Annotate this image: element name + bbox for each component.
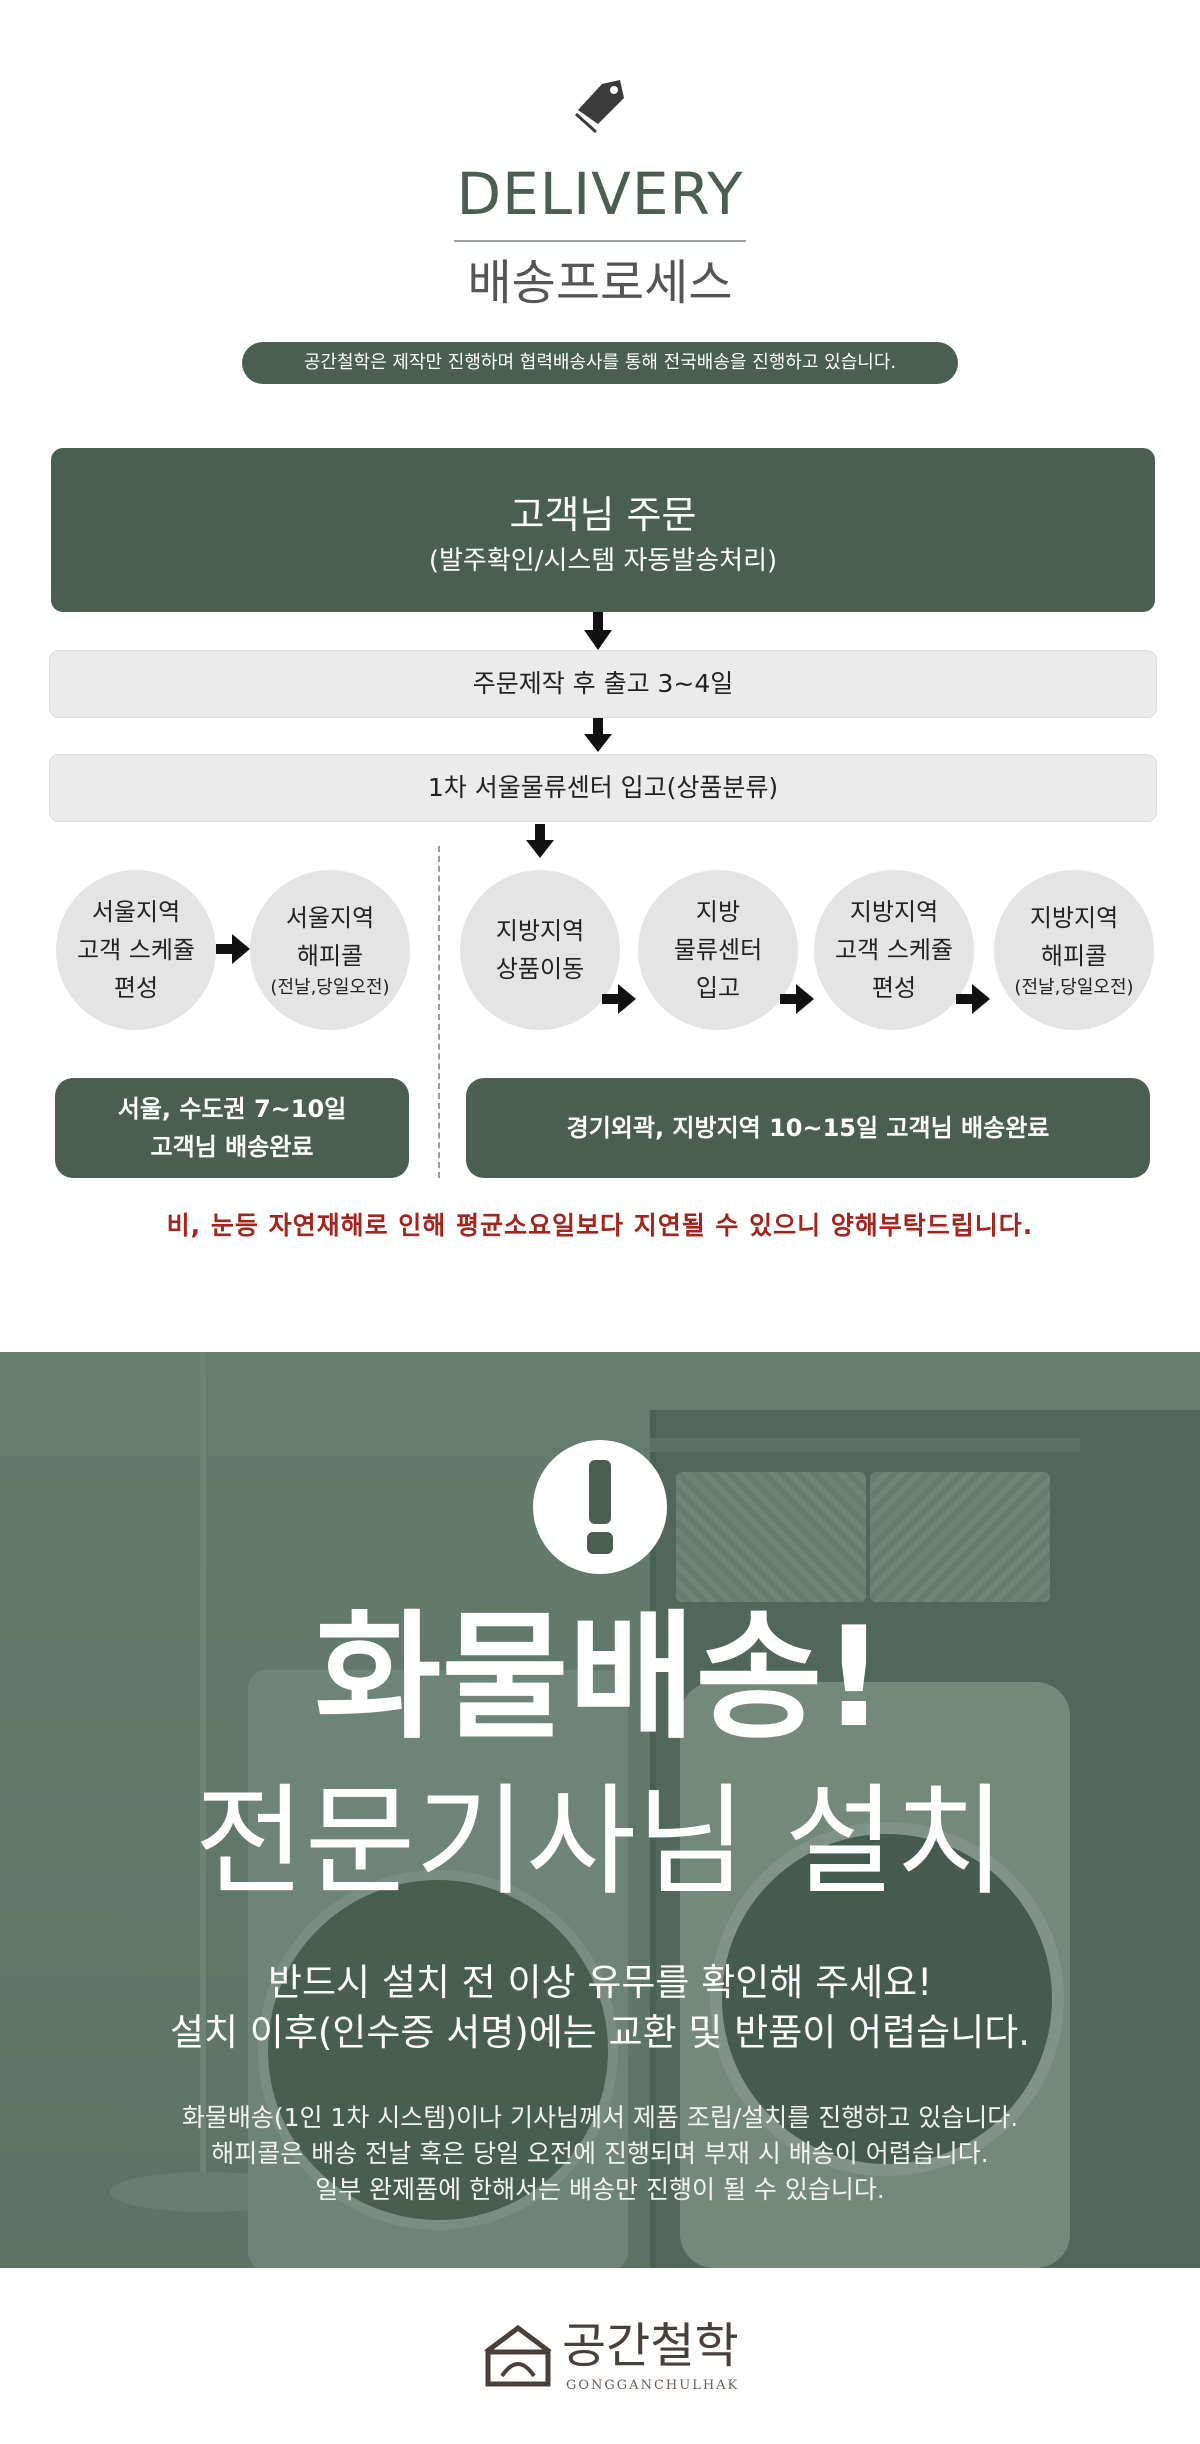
banner-note-3: 일부 완제품에 한해서는 배송만 진행이 될 수 있습니다.	[315, 2175, 885, 2204]
result-line: 경기외곽, 지방지역 10~15일 고객님 배송완료	[566, 1114, 1050, 1142]
arrow-right-icon	[216, 934, 250, 964]
circle-line: 지방	[695, 898, 741, 926]
local-happycall-circle: 지방지역 해피콜 (전날,당일오전)	[994, 870, 1154, 1030]
notice-pill: 공간철학은 제작만 진행하며 협력배송사를 통해 전국배송을 진행하고 있습니다…	[242, 342, 958, 384]
step-production: 주문제작 후 출고 3~4일	[49, 650, 1157, 718]
region-divider	[438, 846, 440, 1178]
circle-line: 입고	[695, 974, 741, 1002]
circle-line: 상품이동	[495, 955, 585, 983]
title-divider	[454, 240, 746, 242]
circle-line: 서울지역	[91, 898, 181, 926]
circle-line: 서울지역	[285, 904, 375, 932]
brand-logo-subtext: GONGGANCHULHAK	[566, 2378, 740, 2393]
arrow-down-icon	[584, 718, 612, 752]
banner-subtitle: 전문기사님 설치	[194, 1773, 1006, 1912]
circle-line: 편성	[113, 974, 159, 1002]
page-title-ko: 배송프로세스	[467, 255, 733, 311]
result-line: 서울, 수도권 7~10일	[117, 1095, 347, 1123]
seoul-schedule-circle: 서울지역 고객 스케쥴 편성	[56, 870, 216, 1030]
delay-warning: 비, 눈등 자연재해로 인해 평균소요일보다 지연될 수 있으니 양해부탁드립니…	[166, 1211, 1034, 1240]
circle-line: 물류센터	[673, 936, 763, 964]
price-tag-icon	[574, 80, 624, 134]
order-box: 고객님 주문 (발주확인/시스템 자동발송처리)	[51, 448, 1155, 612]
circle-note: (전날,당일오전)	[1014, 977, 1134, 998]
arrow-down-icon	[584, 612, 612, 650]
circle-line: 해피콜	[296, 942, 364, 970]
local-schedule-circle: 지방지역 고객 스케쥴 편성	[814, 870, 974, 1030]
circle-line: 편성	[871, 974, 917, 1002]
seoul-result-box: 서울, 수도권 7~10일 고객님 배송완료	[55, 1078, 409, 1178]
banner-line-1: 반드시 설치 전 이상 유무를 확인해 주세요!	[267, 1961, 933, 2004]
circle-note: (전날,당일오전)	[270, 977, 390, 998]
brand-logo-text: 공간철학	[562, 2318, 739, 2374]
arrow-right-icon	[602, 984, 636, 1014]
house-logo-icon	[484, 2324, 552, 2387]
arrow-right-icon	[956, 984, 990, 1014]
result-line: 고객님 배송완료	[150, 1133, 314, 1161]
banner-title: 화물배송!	[314, 1597, 886, 1758]
order-subtitle: (발주확인/시스템 자동발송처리)	[428, 546, 778, 576]
local-center-circle: 지방 물류센터 입고	[638, 870, 798, 1030]
local-move-circle: 지방지역 상품이동	[460, 870, 620, 1030]
page-title-en: DELIVERY	[456, 160, 744, 228]
banner-note-2: 해피콜은 배송 전날 혹은 당일 오전에 진행되며 부재 시 배송이 어렵습니다…	[211, 2139, 989, 2168]
arrow-down-icon	[526, 824, 554, 858]
local-result-box: 경기외곽, 지방지역 10~15일 고객님 배송완료	[466, 1078, 1150, 1178]
installation-banner	[0, 1352, 1200, 2268]
order-title: 고객님 주문	[509, 493, 697, 537]
circle-line: 지방지역	[1029, 904, 1119, 932]
circle-line: 고객 스케쥴	[76, 936, 196, 964]
circle-line: 지방지역	[849, 898, 939, 926]
seoul-happycall-circle: 서울지역 해피콜 (전날,당일오전)	[250, 870, 410, 1030]
circle-line: 해피콜	[1040, 942, 1108, 970]
banner-note-1: 화물배송(1인 1차 시스템)이나 기사님께서 제품 조립/설치를 진행하고 있…	[181, 2103, 1019, 2132]
arrow-right-icon	[780, 984, 814, 1014]
circle-line: 고객 스케쥴	[834, 936, 954, 964]
exclamation-icon	[533, 1440, 667, 1574]
step-center: 1차 서울물류센터 입고(상품분류)	[49, 754, 1157, 822]
circle-line: 지방지역	[495, 917, 585, 945]
banner-line-2: 설치 이후(인수증 서명)에는 교환 및 반품이 어렵습니다.	[169, 2011, 1031, 2054]
